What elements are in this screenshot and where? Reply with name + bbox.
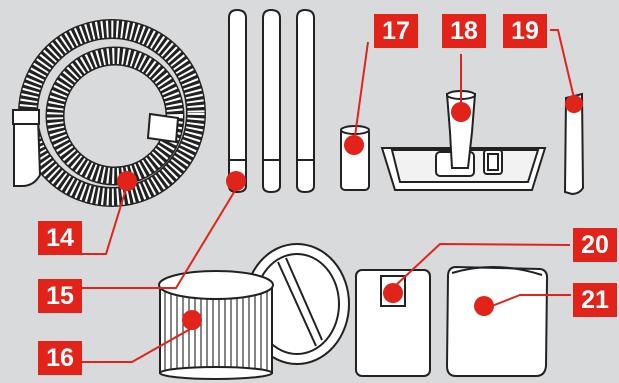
callout-21-filter-bag: 21 [573, 283, 617, 317]
cartridge-filter [158, 243, 350, 380]
marker-dot-19 [565, 95, 583, 113]
crevice-tool [563, 92, 585, 196]
leader-lines [82, 29, 575, 363]
callout-16-cartridge-filter: 16 [38, 341, 82, 375]
callout-14-hose: 14 [38, 221, 82, 255]
marker-dot-18 [451, 102, 471, 122]
callout-20-collection-bag: 20 [573, 228, 617, 262]
floor-nozzle [380, 90, 547, 191]
marker-dot-16 [182, 310, 202, 330]
marker-dot-20 [383, 283, 403, 303]
marker-dot-17 [344, 135, 364, 155]
hose [12, 19, 206, 207]
callout-18-floor-nozzle: 18 [442, 14, 486, 48]
callout-17-adapter: 17 [374, 14, 418, 48]
marker-dot-15 [226, 171, 246, 191]
callout-15-extension-tubes: 15 [38, 279, 82, 313]
marker-dot-21 [474, 296, 494, 316]
collection-bag [355, 269, 431, 377]
filter-bag [445, 265, 549, 377]
callout-19-crevice-tool: 19 [503, 14, 547, 48]
marker-dot-14 [117, 171, 137, 191]
extension-tubes [226, 8, 315, 194]
